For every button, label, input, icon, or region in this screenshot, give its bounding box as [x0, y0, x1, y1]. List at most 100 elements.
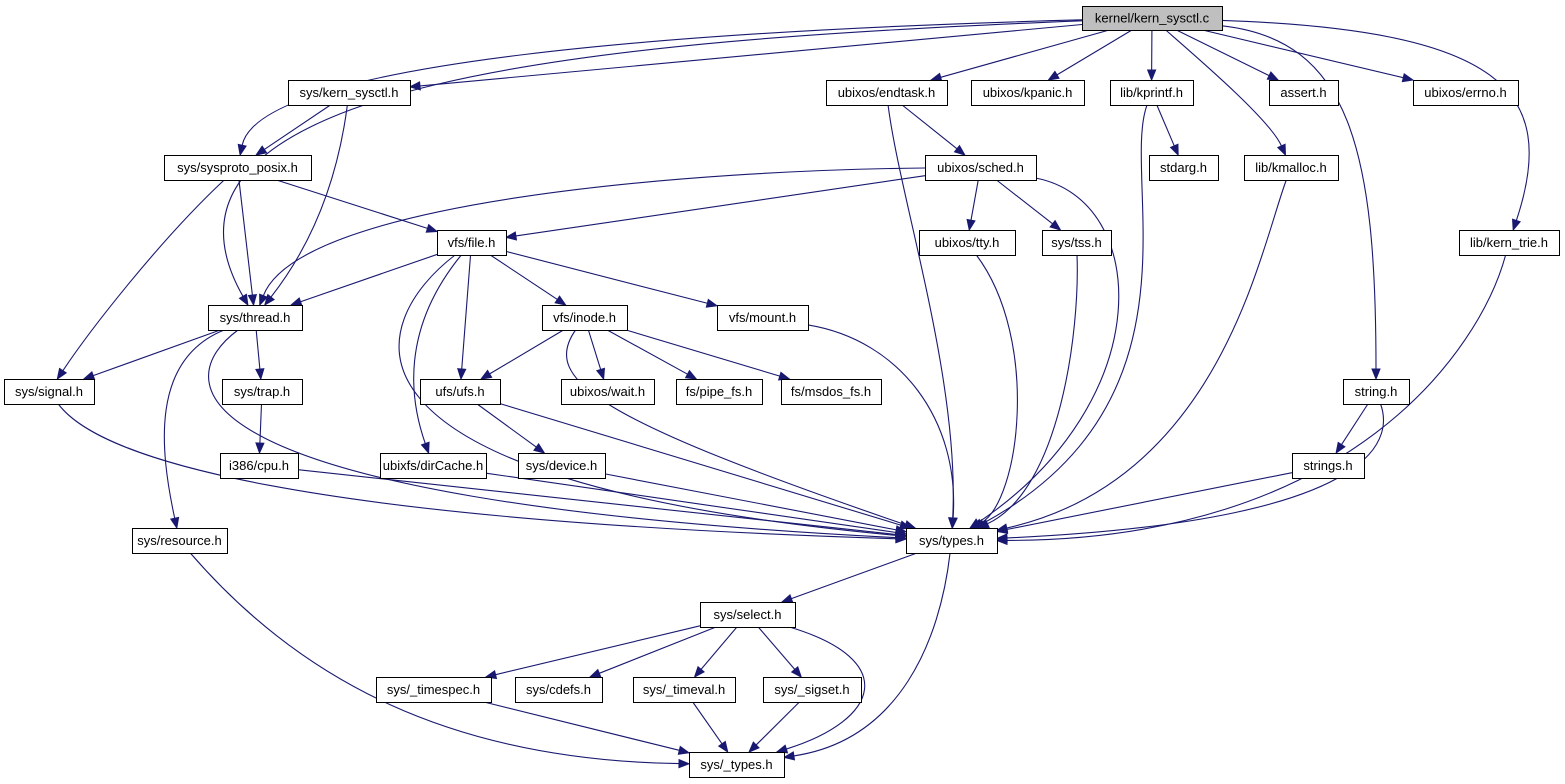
node-label: sys/sysproto_posix.h	[177, 160, 298, 175]
edge-line	[238, 179, 253, 296]
node-vfs-mount-h[interactable]: vfs/mount.h	[717, 305, 809, 331]
node-box[interactable]	[633, 677, 736, 703]
arrowhead-icon	[247, 294, 258, 307]
node-assert-h[interactable]: assert.h	[1269, 80, 1339, 106]
node-box[interactable]	[1459, 230, 1560, 256]
edge-sys_sysproto_posix_h-to-vfs_file_h	[276, 179, 439, 233]
node-box[interactable]	[1413, 80, 1519, 106]
node-box[interactable]	[826, 80, 948, 106]
edge-string_h-to-strings_h	[1335, 403, 1369, 455]
node-box[interactable]	[689, 752, 785, 778]
node-box[interactable]	[518, 453, 606, 479]
node-box[interactable]	[700, 602, 796, 628]
node-fs-msdos-fs-h[interactable]: fs/msdos_fs.h	[781, 379, 882, 405]
node-box[interactable]	[1082, 6, 1223, 31]
node-box[interactable]	[208, 305, 303, 331]
edge-line	[515, 175, 926, 237]
node-label: sys/tss.h	[1051, 235, 1102, 250]
node-sys-select-h[interactable]: sys/select.h	[700, 602, 796, 628]
edge-sys_timespec_h-to-sys__types_h	[483, 701, 691, 755]
node-ufs-ufs-h[interactable]: ufs/ufs.h	[420, 379, 501, 405]
node-sys-tss-h[interactable]: sys/tss.h	[1042, 230, 1112, 256]
node-sys-kern-sysctl-h[interactable]: sys/kern_sysctl.h	[288, 80, 411, 106]
node-string-h[interactable]: string.h	[1343, 379, 1410, 405]
node-box[interactable]	[380, 453, 487, 479]
node-label: sys/signal.h	[15, 384, 83, 399]
node-box[interactable]	[676, 379, 763, 405]
node-sys-device-h[interactable]: sys/device.h	[518, 453, 606, 479]
edge-vfs_file_h-to-ufs_ufs_h	[457, 254, 472, 381]
edge-line	[975, 254, 1018, 524]
node-vfs-inode-h[interactable]: vfs/inode.h	[542, 305, 628, 331]
node-lib-kprintf-h[interactable]: lib/kprintf.h	[1110, 80, 1194, 106]
edge-line	[270, 104, 348, 298]
node-box[interactable]	[1244, 155, 1339, 181]
node-box[interactable]	[420, 379, 501, 405]
node-box[interactable]	[971, 80, 1085, 106]
node-fs-pipe-fs-h[interactable]: fs/pipe_fs.h	[676, 379, 763, 405]
node-box[interactable]	[164, 155, 312, 181]
node-box[interactable]	[222, 379, 303, 405]
node-box[interactable]	[717, 305, 809, 331]
node-box[interactable]	[220, 453, 299, 479]
node-box[interactable]	[925, 155, 1037, 181]
node-sys-sysproto-posix-h[interactable]: sys/sysproto_posix.h	[164, 155, 312, 181]
node-lib-kern-trie-h[interactable]: lib/kern_trie.h	[1459, 230, 1560, 256]
node-sys-resource-h[interactable]: sys/resource.h	[132, 528, 228, 554]
node-sys-trap-h[interactable]: sys/trap.h	[222, 379, 303, 405]
node-box[interactable]	[561, 379, 655, 405]
node-ubixfs-dircache-h[interactable]: ubixfs/dirCache.h	[380, 453, 487, 479]
arrowhead-icon	[479, 369, 493, 380]
node-ubixos-sched-h[interactable]: ubixos/sched.h	[925, 155, 1037, 181]
node-ubixos-endtask-h[interactable]: ubixos/endtask.h	[826, 80, 948, 106]
node-ubixos-wait-h[interactable]: ubixos/wait.h	[561, 379, 655, 405]
node-ubixos-errno-h[interactable]: ubixos/errno.h	[1413, 80, 1519, 106]
node-box[interactable]	[1269, 80, 1339, 106]
edge-line	[1202, 29, 1404, 79]
edge-line	[786, 626, 866, 750]
node-label: sys/resource.h	[137, 533, 222, 548]
node-i386-cpu-h[interactable]: i386/cpu.h	[220, 453, 299, 479]
node-box[interactable]	[542, 305, 628, 331]
edge-line	[755, 701, 800, 746]
node-stdarg-h[interactable]: stdarg.h	[1149, 155, 1219, 181]
edge-sys_select_h-to-sys_sigset_h	[757, 626, 803, 679]
node-sys-signal-h[interactable]: sys/signal.h	[4, 379, 95, 405]
node-sys-thread-h[interactable]: sys/thread.h	[208, 305, 303, 331]
edge-sys_types_h-to-sys__types_h	[782, 552, 951, 761]
node-box[interactable]	[1149, 155, 1219, 181]
node-box[interactable]	[1042, 230, 1112, 256]
edge-line	[255, 329, 261, 370]
node-box[interactable]	[288, 80, 411, 106]
node-box[interactable]	[781, 379, 882, 405]
node-box[interactable]	[132, 528, 228, 554]
node-box[interactable]	[1292, 453, 1365, 479]
node-sys--types-h[interactable]: sys/_types.h	[689, 752, 785, 778]
edge-vfs_inode_h-to-fs_msdos_fs_h	[625, 329, 791, 381]
node-box[interactable]	[437, 230, 507, 256]
edge-sys_thread_h-to-sys_types_h	[208, 329, 908, 543]
node-box[interactable]	[515, 677, 603, 703]
node-sys-cdefs-h[interactable]: sys/cdefs.h	[515, 677, 603, 703]
node-box[interactable]	[1110, 80, 1194, 106]
node-sys-sigset-h[interactable]: sys/_sigset.h	[763, 677, 862, 703]
node-lib-kmalloc-h[interactable]: lib/kmalloc.h	[1244, 155, 1339, 181]
node-strings-h[interactable]: strings.h	[1292, 453, 1365, 479]
node-vfs-file-h[interactable]: vfs/file.h	[437, 230, 507, 256]
edge-sys_thread_h-to-sys_resource_h	[163, 329, 225, 530]
edge-kern_sysctl_c-to-assert_h	[1176, 29, 1280, 81]
node-box[interactable]	[906, 528, 998, 554]
node-box[interactable]	[4, 379, 95, 405]
node-box[interactable]	[376, 677, 492, 703]
node-ubixos-kpanic-h[interactable]: ubixos/kpanic.h	[971, 80, 1085, 106]
node-sys-timespec-h[interactable]: sys/_timespec.h	[376, 677, 492, 703]
arrowhead-icon	[1335, 441, 1346, 455]
node-box[interactable]	[763, 677, 862, 703]
node-box[interactable]	[1343, 379, 1410, 405]
node-sys-timeval-h[interactable]: sys/_timeval.h	[633, 677, 736, 703]
node-ubixos-tty-h[interactable]: ubixos/tty.h	[919, 230, 1016, 256]
node-sys-types-h[interactable]: sys/types.h	[906, 528, 998, 554]
arrowhead-icon	[1169, 143, 1179, 157]
node-kern-sysctl-c[interactable]: kernel/kern_sysctl.c	[1082, 6, 1223, 31]
node-box[interactable]	[919, 230, 1016, 256]
